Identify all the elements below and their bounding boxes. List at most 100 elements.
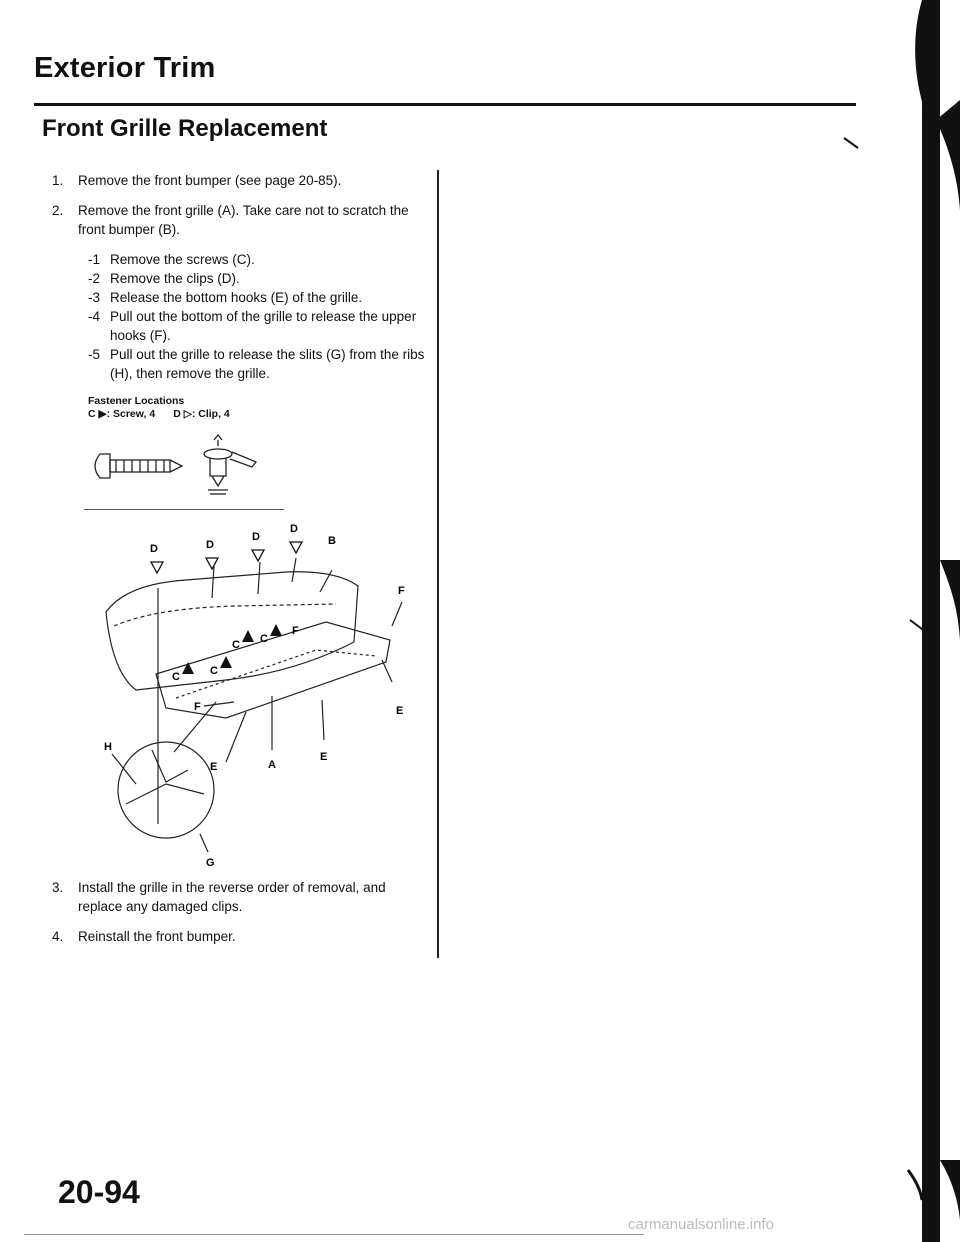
column-divider	[437, 170, 439, 958]
label-c: C	[232, 639, 240, 651]
section-title: Exterior Trim	[34, 52, 216, 84]
legend-clip-label: : Clip, 4	[191, 408, 230, 420]
screw-marker-icon	[270, 624, 282, 636]
label-d: D	[252, 531, 260, 543]
detail-slit-line	[125, 783, 205, 805]
label-e: E	[320, 751, 327, 763]
legend-title: Fastener Locations	[88, 395, 185, 407]
leader-line	[321, 699, 325, 741]
substep-text: Remove the clips (D).	[110, 271, 240, 286]
legend-screw-label: : Screw, 4	[106, 408, 156, 420]
substep-text: Release the bottom hooks (E) of the gril…	[110, 290, 363, 305]
page-edge-tab-marks	[843, 0, 960, 1242]
detail-rib-line	[151, 749, 189, 783]
label-c: C	[210, 665, 218, 677]
leader-line	[391, 601, 403, 627]
leader-line	[199, 833, 209, 853]
label-f: F	[398, 585, 405, 597]
title-rule	[34, 103, 856, 106]
grille-diagram: D D D D B F F F C C C C E E E A H G	[104, 523, 405, 869]
edge-tick	[909, 619, 927, 633]
detail-circle	[117, 741, 215, 839]
label-d: D	[150, 543, 158, 555]
screw-marker-icon	[220, 656, 232, 668]
step-number: 2.	[52, 203, 64, 218]
step-4: 4. Reinstall the front bumper.	[52, 927, 432, 946]
label-f: F	[194, 701, 201, 713]
bottom-rule	[24, 1234, 644, 1235]
leader-line	[111, 753, 137, 785]
procedure-steps: 1. Remove the front bumper (see page 20-…	[52, 171, 432, 393]
screw-marker-icon: ▶	[95, 408, 107, 420]
leader-line	[203, 701, 235, 707]
label-h: H	[104, 741, 112, 753]
legend-clip-letter: D	[173, 408, 181, 420]
step-1: 1. Remove the front bumper (see page 20-…	[52, 171, 432, 190]
clip-marker-icon	[250, 549, 266, 563]
substep-number: -4	[88, 309, 101, 324]
substep-text: Pull out the grille to release the slits…	[110, 347, 425, 381]
label-c: C	[260, 633, 268, 645]
step-text: Remove the front grille (A). Take care n…	[78, 203, 409, 237]
bumper-inner-line	[113, 603, 337, 627]
page-title: Front Grille Replacement	[42, 115, 328, 142]
grille-detail-line	[175, 649, 377, 699]
bumper-outline	[105, 571, 359, 691]
substep-number: -3	[88, 290, 101, 305]
clip-marker-icon: ▷	[180, 408, 192, 420]
page-number: 20-94	[58, 1174, 140, 1210]
edge-notch	[915, 0, 940, 130]
leader-line	[173, 701, 217, 753]
substep: -1 Remove the screws (C).	[88, 250, 432, 269]
label-e: E	[396, 705, 403, 717]
screw-icon	[94, 453, 184, 479]
edge-notch	[940, 1160, 960, 1220]
edge-tick	[843, 137, 859, 149]
edge-curve	[906, 1169, 924, 1201]
substep: -4 Pull out the bottom of the grille to r…	[88, 307, 432, 345]
clip-marker-icon	[288, 541, 304, 555]
leader-line	[211, 565, 215, 599]
clip-marker-icon	[149, 561, 165, 575]
leader-line	[291, 557, 297, 583]
label-a: A	[268, 759, 276, 771]
legend-row: C ▶ : Screw, 4 D ▷ : Clip, 4	[88, 408, 230, 420]
clip-marker-icon	[204, 557, 220, 571]
legend-screw-letter: C	[88, 408, 96, 420]
clip-icon	[203, 433, 258, 495]
edge-bar	[922, 0, 940, 1242]
step-text: Reinstall the front bumper.	[78, 929, 236, 944]
grille-outline	[155, 621, 391, 719]
label-d: D	[290, 523, 298, 535]
step-2: 2. Remove the front grille (A). Take car…	[52, 201, 432, 239]
step-number: 3.	[52, 880, 64, 895]
step-text: Remove the front bumper (see page 20-85)…	[78, 173, 342, 188]
screw-marker-icon	[242, 630, 254, 642]
label-d: D	[206, 539, 214, 551]
substep: -5 Pull out the grille to release the sli…	[88, 345, 432, 383]
step-number: 1.	[52, 173, 64, 188]
step-number: 4.	[52, 929, 64, 944]
leader-line	[319, 569, 333, 593]
substep-number: -1	[88, 252, 101, 267]
leader-line	[257, 561, 261, 595]
substep-text: Pull out the bottom of the grille to rel…	[110, 309, 417, 343]
fastener-icons	[94, 433, 258, 495]
label-c: C	[172, 671, 180, 683]
label-g: G	[206, 857, 215, 869]
substep-number: -5	[88, 347, 101, 362]
watermark: carmanualsonline.info	[628, 1216, 774, 1233]
label-b: B	[328, 535, 336, 547]
leader-line	[225, 711, 247, 763]
substep-text: Remove the screws (C).	[110, 252, 255, 267]
legend-divider	[84, 509, 284, 510]
label-e: E	[210, 761, 217, 773]
substep: -3 Release the bottom hooks (E) of the gr…	[88, 288, 432, 307]
procedure-steps-continued: 3. Install the grille in the reverse ord…	[52, 878, 432, 957]
label-f: F	[292, 625, 299, 637]
edge-notch	[936, 100, 960, 210]
leader-line	[381, 659, 393, 683]
edge-notch	[940, 560, 960, 640]
